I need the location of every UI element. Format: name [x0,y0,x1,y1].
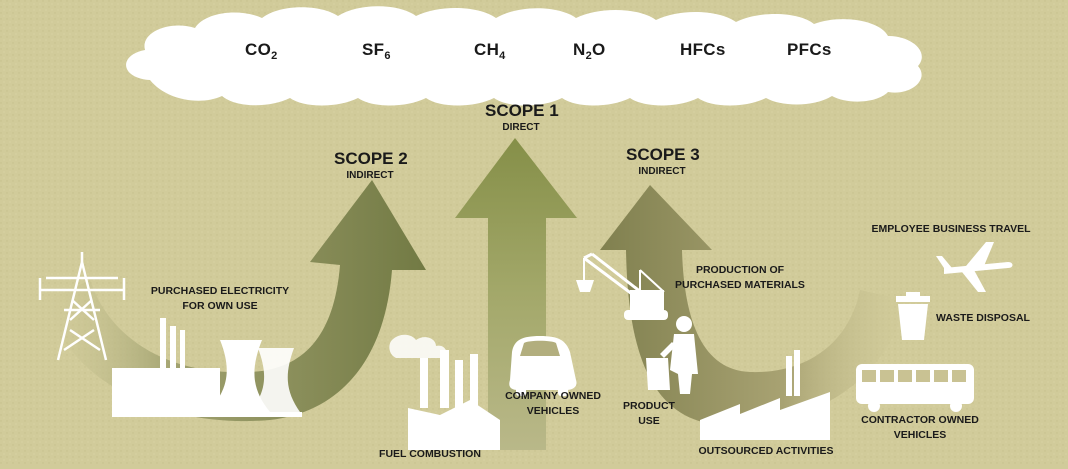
scope1-title: SCOPE 1 [485,101,559,120]
label-production-materials: PRODUCTION OF PURCHASED MATERIALS [675,264,805,291]
gas-hfcs: HFCs [680,40,726,59]
outsourced-buildings-icon [700,350,830,440]
power-plant-icon [112,318,302,417]
scope2-arrow [48,180,426,422]
label-waste-disposal: WASTE DISPOSAL [936,312,1030,324]
scope2-title: SCOPE 2 [334,149,408,168]
scope1-subtitle: DIRECT [502,122,540,133]
pylon-icon [38,252,126,361]
car-icon [509,336,577,396]
label-company-vehicles: COMPANY OWNED VEHICLES [505,390,601,417]
scope2-subtitle: INDIRECT [346,170,394,181]
airplane-icon [936,242,1013,292]
label-product-use: PRODUCT USE [623,400,675,427]
label-fuel-combustion: FUEL COMBUSTION [379,448,481,460]
waste-bin-icon [896,292,930,340]
label-purchased-electricity: PURCHASED ELECTRICITY FOR OWN USE [150,285,290,312]
label-outsourced-activities: OUTSOURCED ACTIVITIES [698,445,834,457]
worker-icon [646,316,698,394]
scope3-subtitle: INDIRECT [638,166,686,177]
bus-icon [856,364,974,412]
crane-icon [576,252,668,320]
scope1-arrow [455,138,577,450]
gas-pfcs: PFCs [787,40,832,59]
label-business-travel: EMPLOYEE BUSINESS TRAVEL [871,223,1031,235]
gas-ch4: CH4 [474,40,506,62]
scope3-title: SCOPE 3 [626,145,700,164]
gas-n2o: N2O [573,40,606,62]
cloud-icon [126,6,922,106]
gas-co2: CO2 [245,40,278,62]
label-contractor-vehicles: CONTRACTOR OWNED VEHICLES [861,414,979,441]
gas-sf6: SF6 [362,40,391,62]
factory-icon [389,334,500,450]
